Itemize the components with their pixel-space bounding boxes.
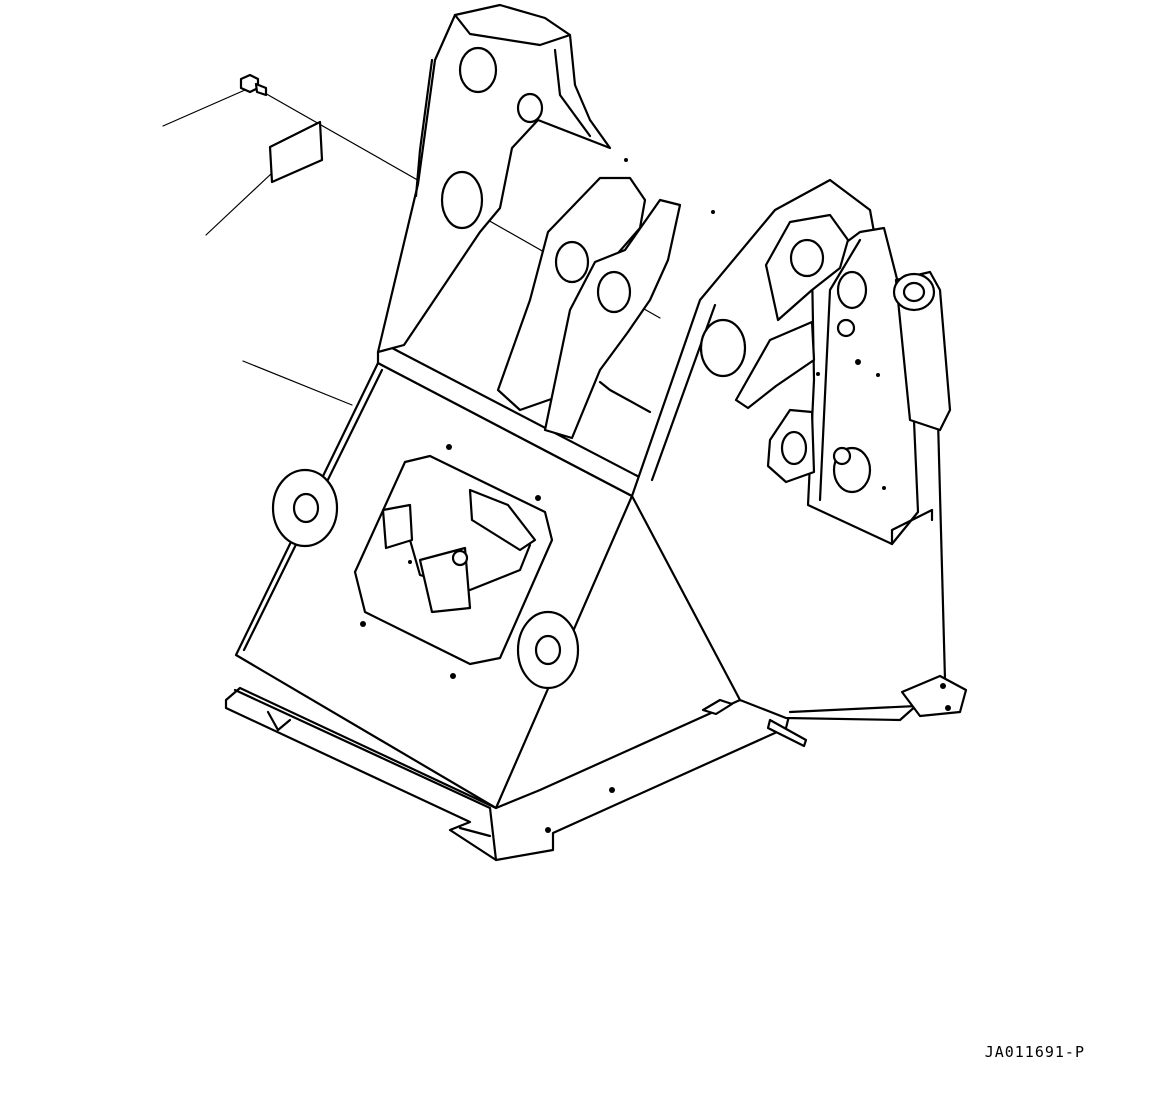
plate-leader-line: [205, 172, 273, 236]
bolt-icon: [239, 73, 268, 97]
frame-leader-line: [242, 360, 353, 406]
nameplate-icon: [268, 120, 324, 184]
front-frame-body: [224, 3, 968, 862]
drawing-code-label: JA011691-P: [984, 1043, 1085, 1061]
bolt-leader-line: [162, 89, 246, 127]
